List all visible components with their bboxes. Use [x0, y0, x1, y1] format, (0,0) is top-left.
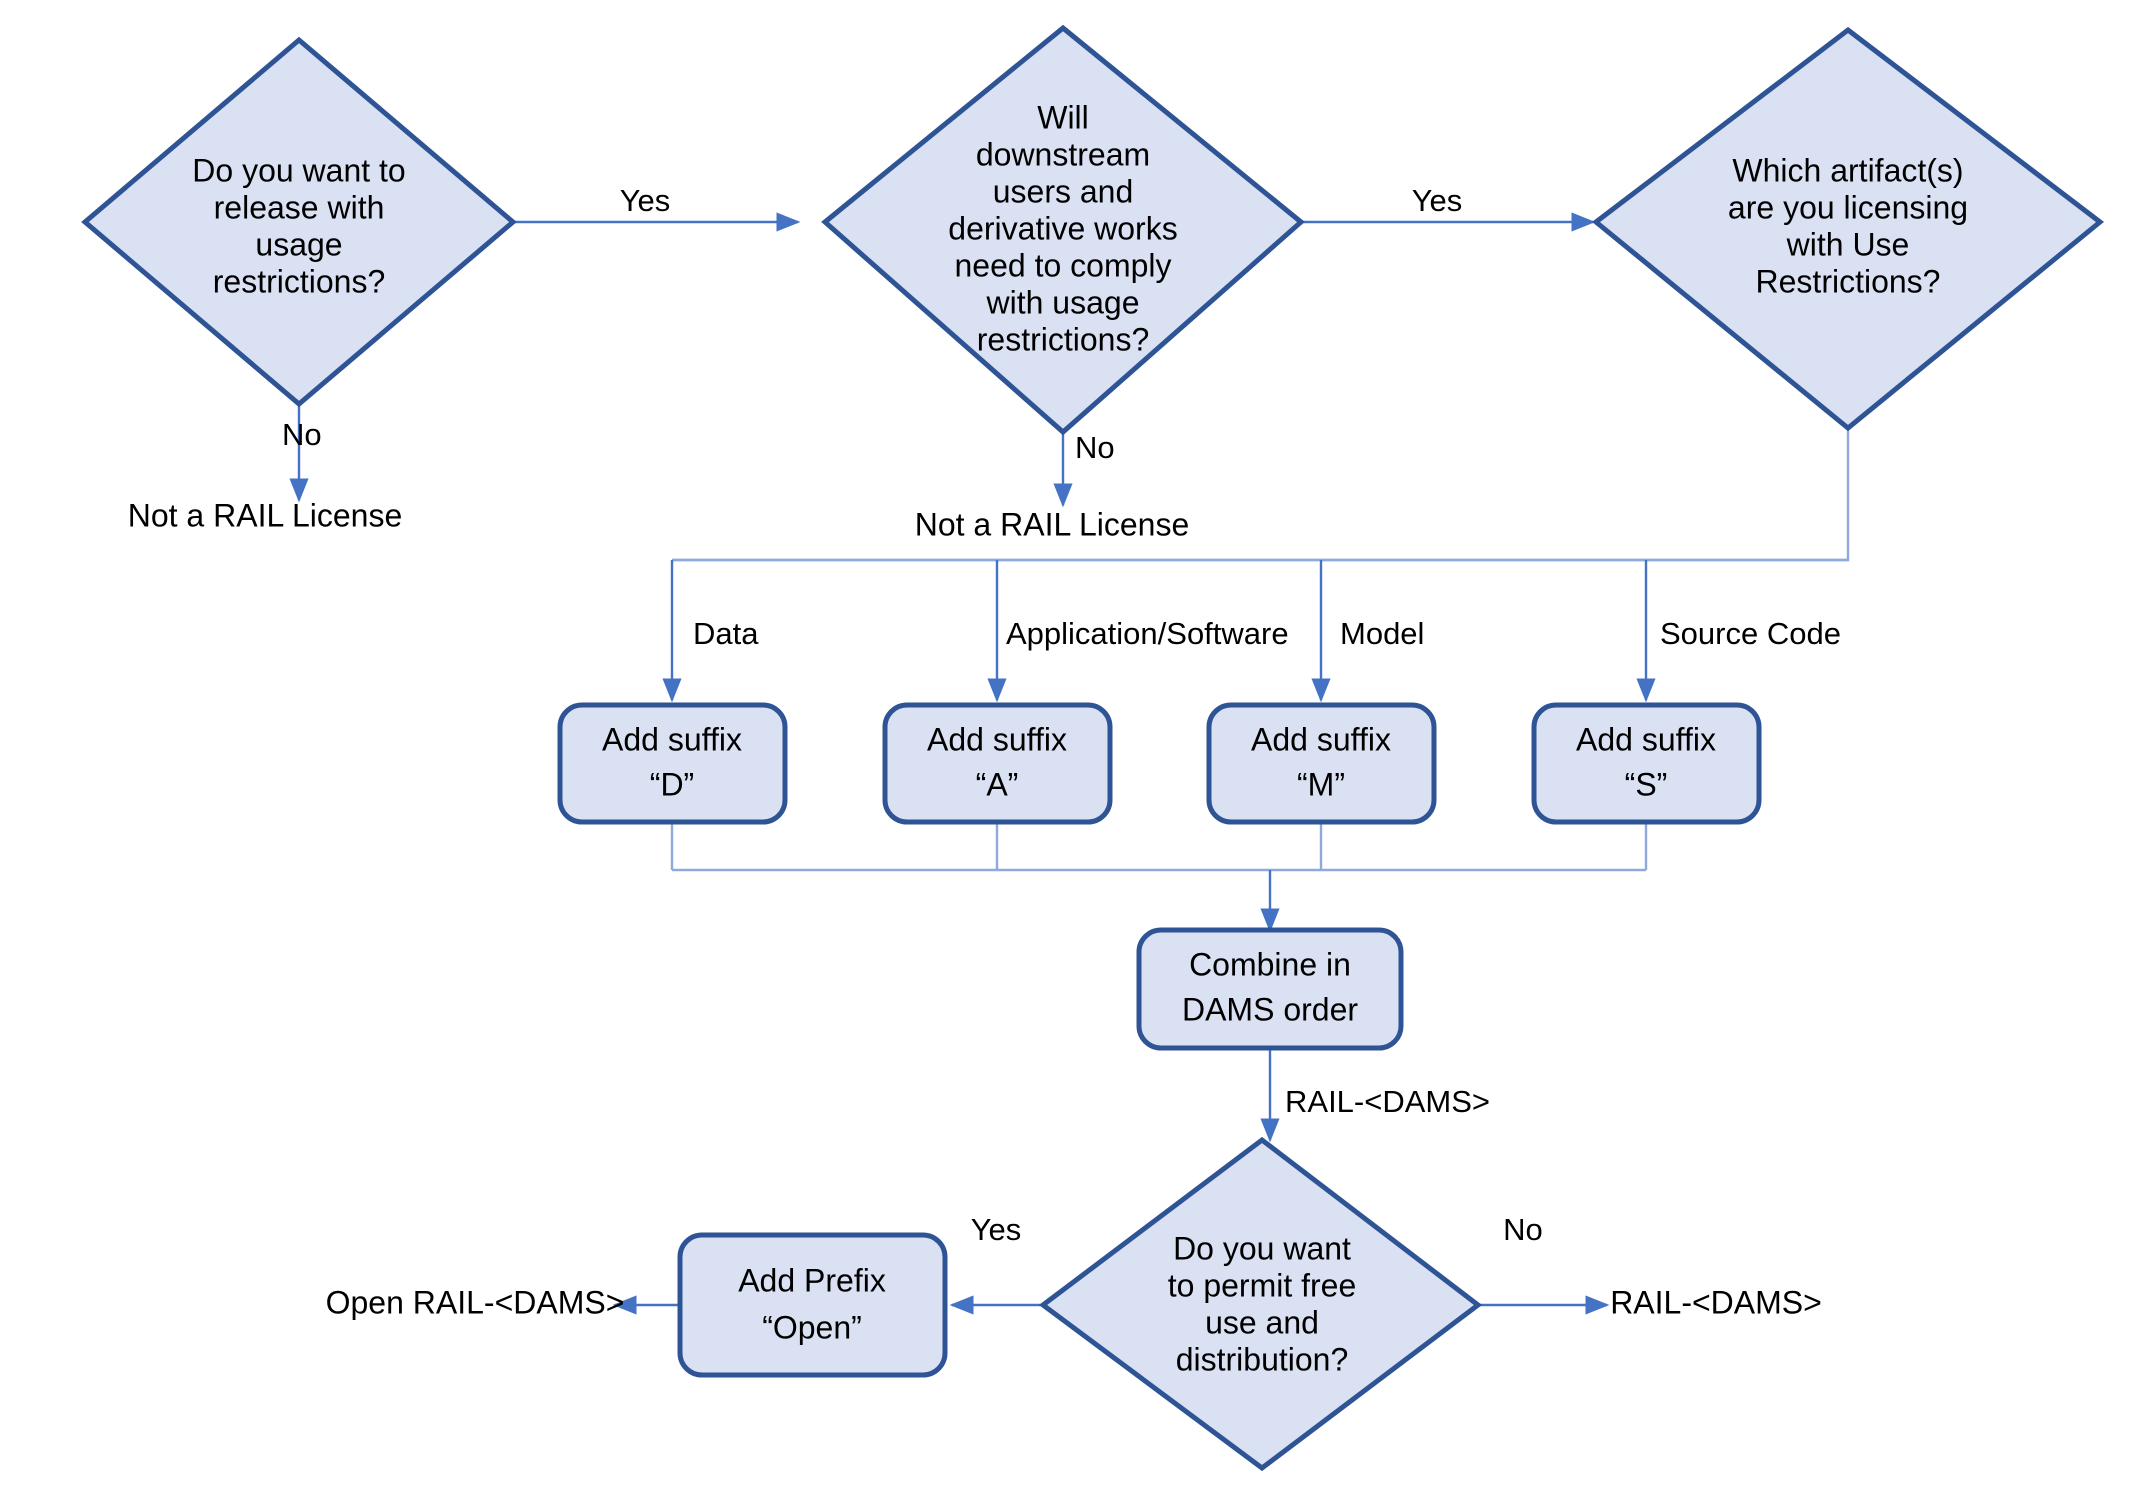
decision-permit-free-use-line1: Do you want — [1173, 1230, 1351, 1266]
process-combine-dams-shape[interactable] — [1136, 927, 1404, 1051]
decision-release-restrictions-line2: release with — [214, 189, 385, 225]
edge-artifact-bus — [672, 428, 1850, 562]
terminal-open-rail-dams: Open RAIL-<DAMS> — [326, 1284, 625, 1320]
process-suffix-a[interactable]: Add suffix “A” — [882, 702, 1113, 825]
decision-permit-free-use-shape[interactable] — [1038, 1136, 1483, 1472]
process-suffix-m-line1: Add suffix — [1251, 721, 1391, 757]
edge-label-no-3: No — [1503, 1212, 1543, 1247]
decision-which-artifacts-line4: Restrictions? — [1756, 263, 1941, 299]
terminal-not-rail-middle: Not a RAIL License — [915, 506, 1190, 542]
edge-label-rail-dams: RAIL-<DAMS> — [1285, 1084, 1490, 1119]
decision-downstream-comply[interactable]: Will downstream users and derivative wor… — [821, 24, 1305, 436]
process-combine-dams-line1: Combine in — [1189, 946, 1351, 982]
decision-which-artifacts-line2: are you licensing — [1728, 189, 1968, 225]
decision-downstream-comply-line2: downstream — [976, 136, 1150, 172]
edge-label-artifact-app: Application/Software — [1006, 616, 1289, 651]
decision-which-artifacts-line1: Which artifact(s) — [1732, 152, 1963, 188]
edge-label-yes-2: Yes — [1412, 183, 1463, 218]
decision-downstream-comply-line5: need to comply — [954, 247, 1171, 283]
decision-which-artifacts-shape[interactable] — [1591, 26, 2105, 432]
decision-downstream-comply-shape[interactable] — [821, 24, 1305, 436]
process-combine-dams[interactable]: Combine in DAMS order — [1136, 927, 1404, 1051]
decision-downstream-comply-line6: with usage — [986, 284, 1140, 320]
edge-label-artifact-model: Model — [1340, 616, 1424, 651]
process-suffix-a-line2: “A” — [976, 766, 1019, 802]
process-suffix-m-shape[interactable] — [1206, 702, 1437, 825]
process-suffix-a-line1: Add suffix — [927, 721, 1067, 757]
process-add-prefix-open[interactable]: Add Prefix “Open” — [677, 1232, 948, 1378]
edge-label-artifact-data: Data — [693, 616, 759, 651]
edge-label-no-2: No — [1075, 430, 1115, 465]
terminal-rail-dams-out: RAIL-<DAMS> — [1610, 1284, 1822, 1320]
decision-downstream-comply-line4: derivative works — [948, 210, 1177, 246]
process-suffix-m[interactable]: Add suffix “M” — [1206, 702, 1437, 825]
terminal-not-rail-left: Not a RAIL License — [128, 497, 403, 533]
edge-label-no-1: No — [282, 417, 322, 452]
edge-label-yes-3: Yes — [971, 1212, 1022, 1247]
process-suffix-m-line2: “M” — [1297, 766, 1345, 802]
process-suffix-d-line2: “D” — [650, 766, 694, 802]
process-suffix-d-line1: Add suffix — [602, 721, 742, 757]
process-suffix-s-shape[interactable] — [1531, 702, 1762, 825]
decision-downstream-comply-line7: restrictions? — [977, 321, 1150, 357]
decision-which-artifacts[interactable]: Which artifact(s) are you licensing with… — [1591, 26, 2105, 432]
process-suffix-d-shape[interactable] — [557, 702, 788, 825]
process-suffix-s-line2: “S” — [1625, 766, 1668, 802]
decision-release-restrictions-shape[interactable] — [81, 36, 517, 408]
decision-release-restrictions-line4: restrictions? — [213, 263, 386, 299]
process-suffix-s[interactable]: Add suffix “S” — [1531, 702, 1762, 825]
decision-permit-free-use-line4: distribution? — [1176, 1341, 1349, 1377]
decision-permit-free-use-line2: to permit free — [1168, 1267, 1357, 1303]
decision-release-restrictions-line3: usage — [255, 226, 342, 262]
process-suffix-a-shape[interactable] — [882, 702, 1113, 825]
edge-label-artifact-source: Source Code — [1660, 616, 1841, 651]
process-add-prefix-open-line1: Add Prefix — [738, 1262, 886, 1298]
decision-which-artifacts-line3: with Use — [1786, 226, 1910, 262]
process-combine-dams-line2: DAMS order — [1182, 991, 1358, 1027]
decision-permit-free-use[interactable]: Do you want to permit free use and distr… — [1038, 1136, 1483, 1472]
edge-label-yes-1: Yes — [620, 183, 671, 218]
decision-downstream-comply-line3: users and — [993, 173, 1134, 209]
decision-permit-free-use-line3: use and — [1205, 1304, 1319, 1340]
process-suffix-d[interactable]: Add suffix “D” — [557, 702, 788, 825]
decision-release-restrictions-line1: Do you want to — [192, 152, 405, 188]
decision-downstream-comply-line1: Will — [1037, 99, 1089, 135]
decision-release-restrictions[interactable]: Do you want to release with usage restri… — [81, 36, 517, 408]
process-add-prefix-open-shape[interactable] — [677, 1232, 948, 1378]
process-suffix-s-line1: Add suffix — [1576, 721, 1716, 757]
process-add-prefix-open-line2: “Open” — [762, 1309, 862, 1345]
